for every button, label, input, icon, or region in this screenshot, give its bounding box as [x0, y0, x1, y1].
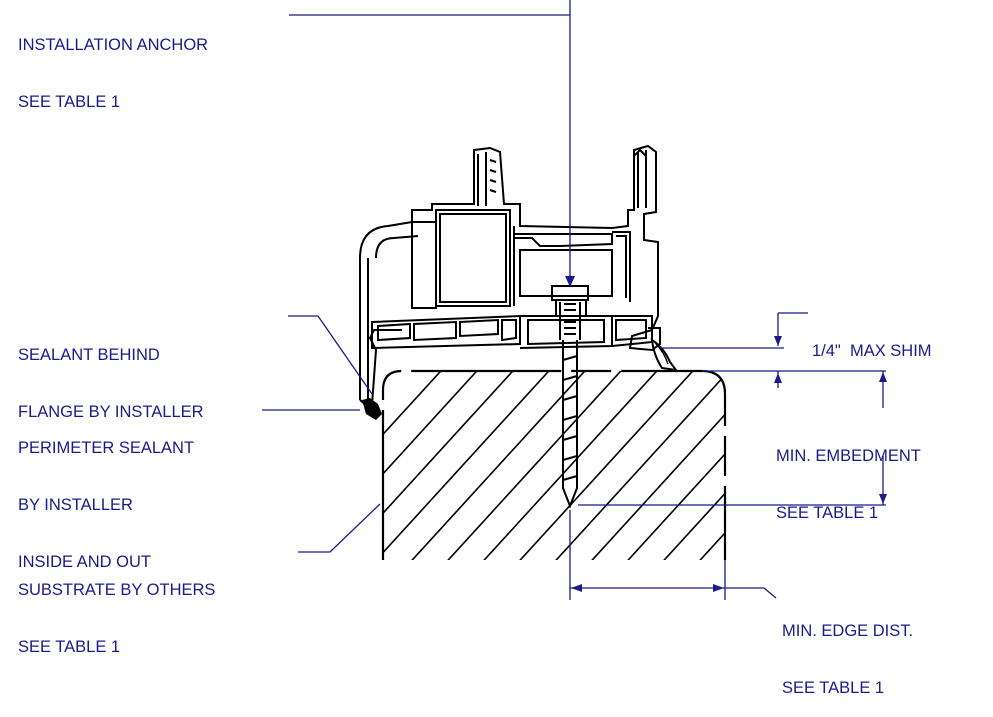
- hatch-line: [573, 371, 725, 560]
- edge-extension-lines: [569, 510, 726, 600]
- sealant-behind-leader: [288, 315, 373, 395]
- edge-arrow-right: [713, 584, 724, 592]
- installation-anchor-line-2: SEE TABLE 1: [18, 93, 121, 111]
- perimeter-sealant-label: PERIMETER SEALANT BY INSTALLER INSIDE AN…: [18, 401, 194, 591]
- perimeter-sealant-line-3: INSIDE AND OUT: [18, 553, 151, 571]
- max-shim-text: 1/4" MAX SHIM: [812, 342, 932, 360]
- leader-lines: [262, 0, 886, 600]
- substrate: [381, 369, 727, 560]
- hatch-line: [609, 371, 725, 560]
- sealant-behind-line-1: SEALANT BEHIND: [18, 346, 160, 364]
- hatch-line: [393, 371, 605, 560]
- min-edge-dist-label: MIN. EDGE DIST. SEE TABLE 1: [782, 584, 913, 717]
- installation-anchor-label: INSTALLATION ANCHOR SEE TABLE 1: [18, 0, 208, 131]
- shim-extension-lines: [660, 347, 886, 372]
- shim-arrow-bottom: [774, 373, 782, 383]
- window-sill-anchor-detail: [262, 0, 887, 600]
- hatch-line: [681, 371, 725, 560]
- hatch-line: [645, 371, 725, 560]
- embedment-arrow-top: [879, 372, 887, 382]
- sealant-beads: [362, 337, 679, 420]
- min-embedment-line-1: MIN. EMBEDMENT: [776, 447, 921, 465]
- edge-dimension-line: [570, 587, 777, 599]
- hatch-line: [501, 371, 713, 560]
- max-shim-label: 1/4" MAX SHIM: [812, 304, 932, 380]
- substrate-label: SUBSTRATE BY OTHERS SEE TABLE 1: [18, 543, 215, 676]
- min-embedment-line-2: SEE TABLE 1: [776, 504, 879, 522]
- window-sill-profile: [359, 144, 661, 406]
- substrate-hatch: [383, 371, 725, 560]
- hatch-line: [383, 371, 569, 560]
- sealant-behind-flange-label: SEALANT BEHIND FLANGE BY INSTALLER: [18, 308, 204, 441]
- sealant-behind-line-2: FLANGE BY INSTALLER: [18, 403, 204, 421]
- shim-arrow-top: [774, 336, 782, 346]
- min-embedment-label: MIN. EMBEDMENT SEE TABLE 1: [776, 409, 921, 542]
- substrate-leader: [298, 503, 381, 553]
- hatch-line: [465, 371, 677, 560]
- perimeter-sealant-line-1: PERIMETER SEALANT: [18, 439, 195, 457]
- installation-anchor-line-1: INSTALLATION ANCHOR: [18, 36, 209, 54]
- hatch-line: [537, 371, 725, 560]
- substrate-line-1: SUBSTRATE BY OTHERS: [18, 581, 216, 599]
- substrate-outline: [381, 369, 727, 560]
- hatch-line: [383, 371, 533, 560]
- edge-arrow-left: [571, 584, 582, 592]
- hatch-line: [383, 371, 461, 560]
- min-edge-dist-line-2: SEE TABLE 1: [782, 679, 885, 697]
- anchor-screw: [562, 340, 578, 509]
- substrate-line-2: SEE TABLE 1: [18, 638, 121, 656]
- anchor-arrow: [565, 276, 575, 287]
- hatch-line: [383, 371, 497, 560]
- min-edge-dist-line-1: MIN. EDGE DIST.: [782, 622, 914, 640]
- hatch-line: [429, 371, 641, 560]
- installation-anchor-leader: [289, 0, 571, 278]
- perimeter-sealant-line-2: BY INSTALLER: [18, 496, 133, 514]
- dimension-arrows: [565, 276, 887, 592]
- embedment-arrow-bottom: [879, 494, 887, 504]
